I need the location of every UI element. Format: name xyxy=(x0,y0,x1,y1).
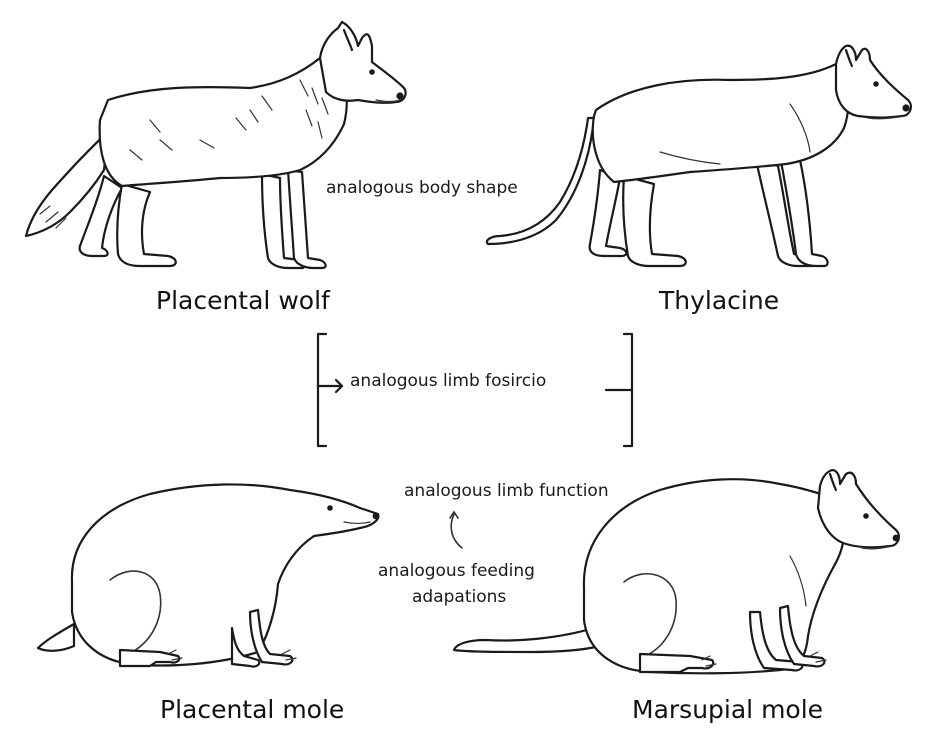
label-marsupial-mole: Marsupial mole xyxy=(632,695,824,724)
label-thylacine: Thylacine xyxy=(659,286,780,315)
bracket-arrow-head xyxy=(334,378,344,394)
annotation-feeding-line2: adapations xyxy=(412,587,507,607)
comparison-bracket xyxy=(316,332,634,448)
marsupial-mole-drawing xyxy=(452,468,900,675)
thylacine-drawing xyxy=(485,44,912,268)
curved-arrow xyxy=(449,510,463,549)
wolf-drawing xyxy=(24,20,407,270)
annotation-limb-fosircio: analogous limb fosircio xyxy=(350,371,547,391)
annotation-feeding-line1: analogous feeding xyxy=(378,561,535,581)
annotation-limb-function: analogous limb function xyxy=(404,481,609,501)
label-placental-wolf: Placental wolf xyxy=(156,286,330,315)
placental-mole-drawing xyxy=(36,483,380,668)
label-placental-mole: Placental mole xyxy=(160,695,345,724)
annotation-body-shape: analogous body shape xyxy=(326,178,518,198)
